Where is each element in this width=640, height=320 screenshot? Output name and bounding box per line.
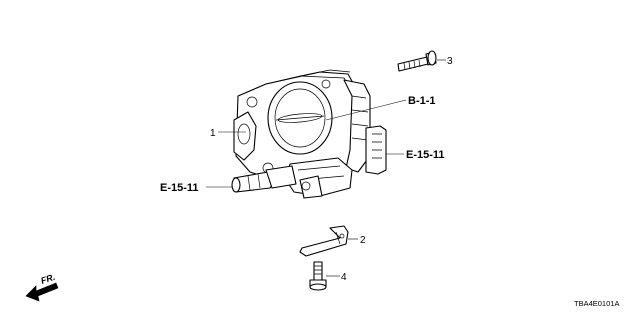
callout-1: 1 <box>210 128 216 139</box>
bolt-part-4 <box>309 261 327 291</box>
bracket-part-2 <box>299 225 349 257</box>
leader-b-1-1 <box>325 99 407 121</box>
throttle-body-part-1 <box>231 69 387 199</box>
callout-2: 2 <box>360 235 366 246</box>
front-direction-arrow: FR. <box>25 272 59 302</box>
diagram-code: TBA4E0101A <box>574 299 619 308</box>
fr-label: FR. <box>40 272 57 286</box>
callout-3: 3 <box>447 56 453 67</box>
ref-e-15-11-right[interactable]: E-15-11 <box>406 149 445 161</box>
callout-4: 4 <box>341 272 347 283</box>
arrow-icon <box>25 282 59 302</box>
ref-e-15-11-left[interactable]: E-15-11 <box>160 182 199 194</box>
ref-b-1-1[interactable]: B-1-1 <box>408 95 436 107</box>
bolt-part-3 <box>397 50 437 72</box>
